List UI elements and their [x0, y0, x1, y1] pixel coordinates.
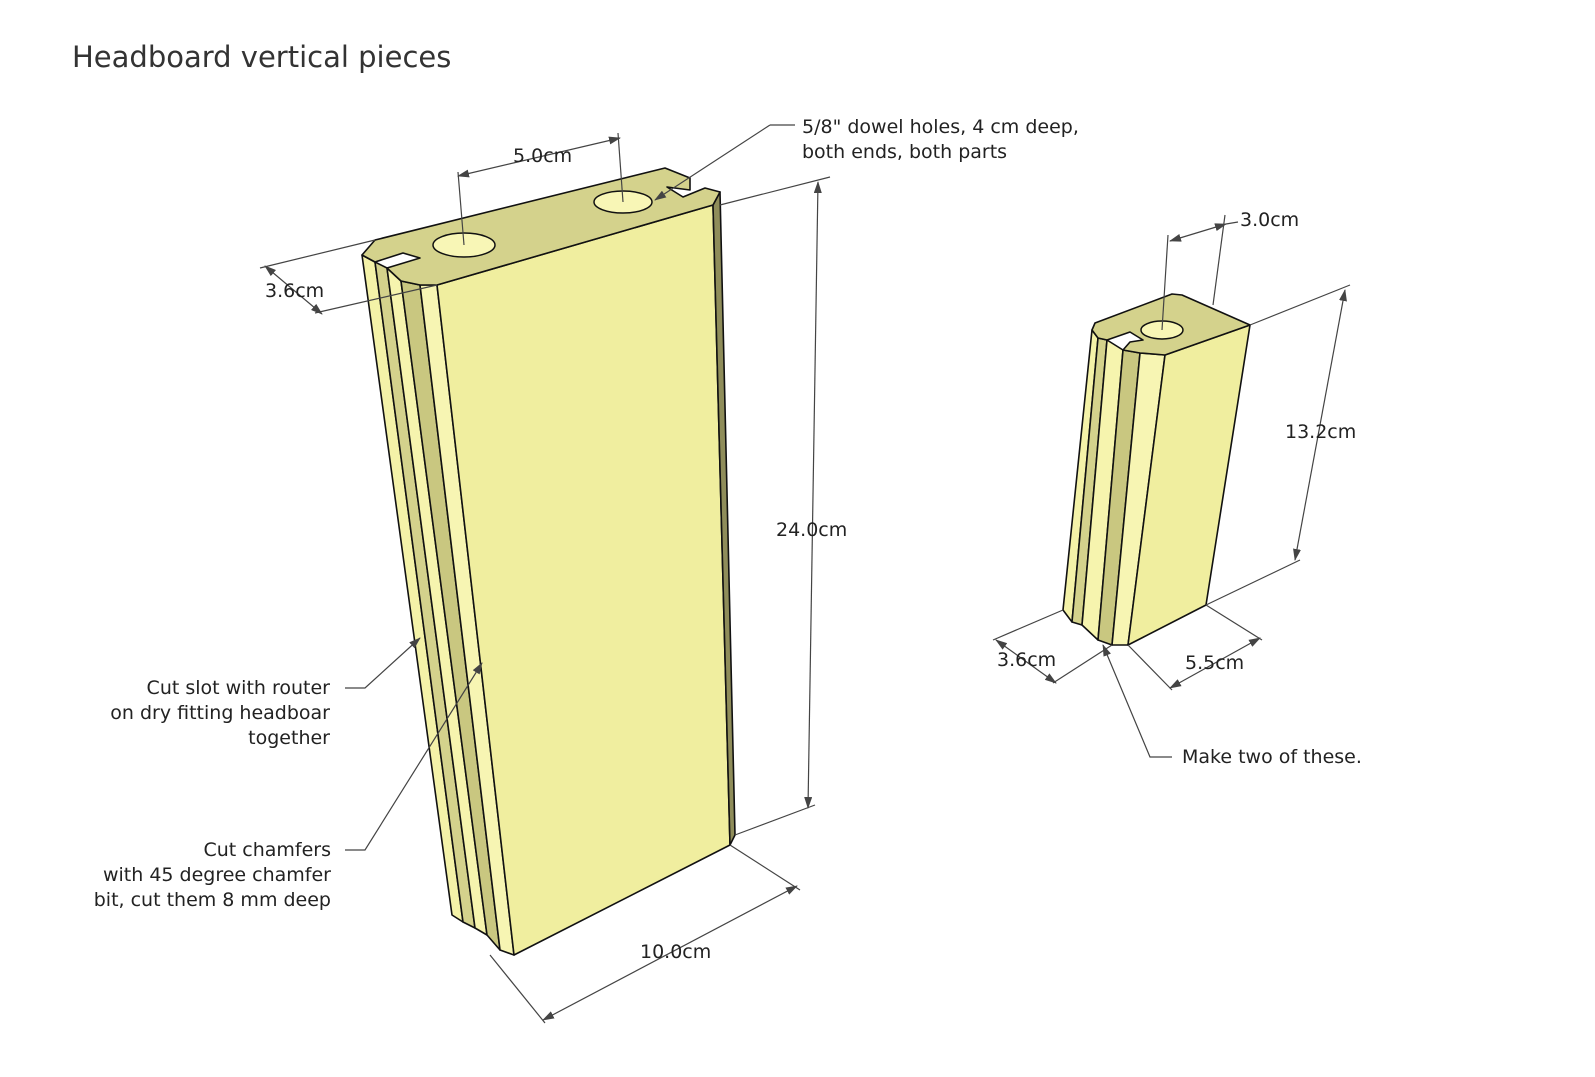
dim-label-small-hole: 3.0cm — [1240, 209, 1300, 231]
dim-label-hole-spacing: 5.0cm — [513, 145, 573, 167]
small-vertical-piece — [1062, 293, 1251, 646]
note-dowel-holes: 5/8" dowel holes, 4 cm deep, both ends, … — [802, 116, 1079, 163]
dim-label-small-depth: 3.6cm — [997, 649, 1057, 671]
dim-label-big-height: 24.0cm — [776, 519, 848, 541]
dim-label-big-width: 10.0cm — [640, 941, 712, 963]
note-cut-chamfers: Cut chamfers with 45 degree chamfer bit,… — [93, 839, 331, 911]
small-dimensions — [992, 214, 1351, 758]
note-make-two: Make two of these. — [1182, 746, 1362, 768]
dim-label-small-height: 13.2cm — [1285, 421, 1357, 443]
dim-label-big-depth: 3.6cm — [265, 280, 325, 302]
note-cut-slot: Cut slot with router on dry fitting head… — [110, 677, 330, 749]
large-vertical-piece — [361, 167, 736, 956]
dim-label-small-width: 5.5cm — [1185, 652, 1245, 674]
big-dimensions — [259, 124, 831, 1024]
diagram-title: Headboard vertical pieces — [72, 40, 452, 74]
